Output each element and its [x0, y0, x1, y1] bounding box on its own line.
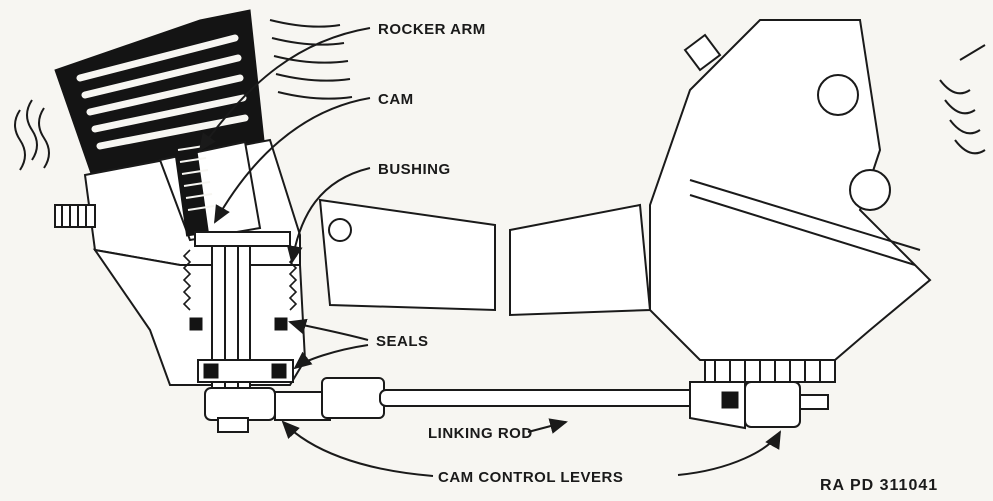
- right-engine-case: [649, 19, 986, 428]
- figure-id: RA PD 311041: [820, 477, 938, 494]
- label-seals: SEALS: [376, 333, 429, 350]
- right-housing-plate: [509, 203, 652, 317]
- left-cylinder-head: [14, 9, 301, 266]
- cylinder-fins: [269, 19, 353, 100]
- label-rocker-arm: ROCKER ARM: [378, 21, 486, 38]
- linking-rod: [321, 377, 746, 430]
- left-cam-control-lever: [204, 387, 331, 433]
- label-cam: CAM: [378, 91, 414, 108]
- label-bushing: BUSHING: [378, 161, 451, 178]
- leader-lines: [198, 27, 781, 477]
- left-housing-plate: [318, 198, 496, 312]
- label-cam-control-levers: CAM CONTROL LEVERS: [438, 469, 623, 486]
- label-linking-rod: LINKING ROD: [428, 425, 533, 442]
- cam-shaft: [182, 231, 298, 389]
